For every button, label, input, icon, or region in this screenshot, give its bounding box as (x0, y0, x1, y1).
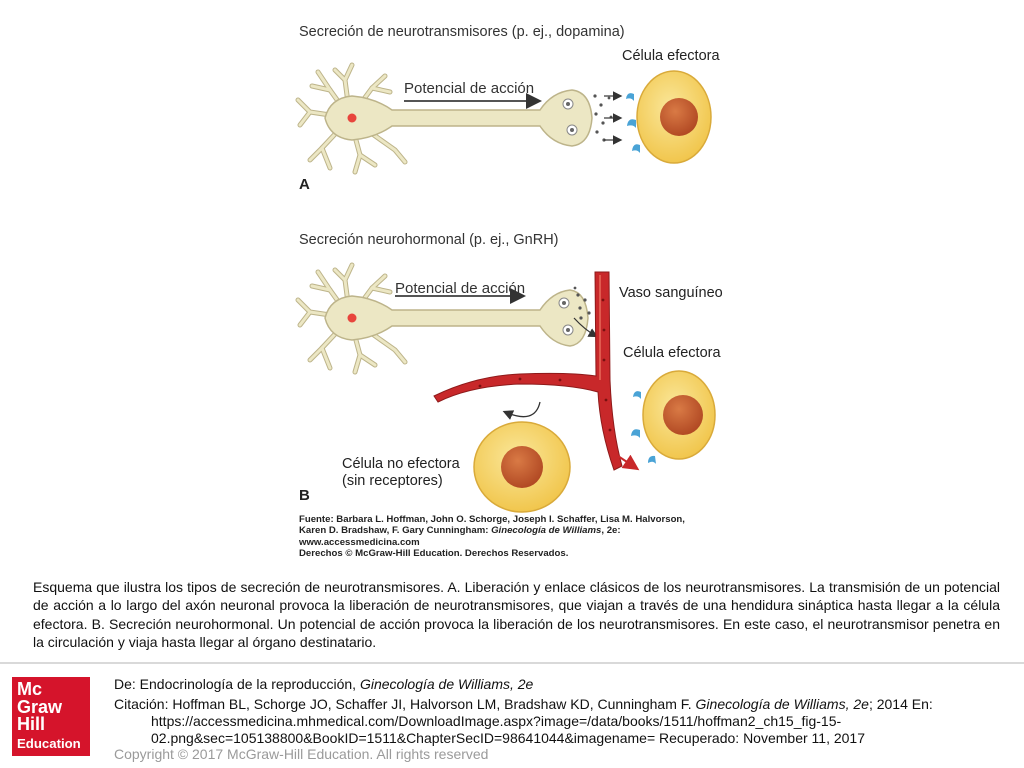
neuron-nucleus-a (347, 113, 357, 123)
effector-label-b: Célula efectora (623, 345, 721, 361)
receptors-a (626, 93, 640, 153)
non-effector-cell (473, 421, 571, 513)
source-line-2: Karen D. Bradshaw, F. Gary Cunningham: G… (299, 525, 621, 537)
logo-line-3: Hill (17, 714, 46, 734)
logo-line-2: Graw (17, 696, 63, 717)
copyright: Copyright © 2017 McGraw-Hill Education. … (114, 746, 489, 762)
neuron-a (295, 62, 623, 175)
source-line-4: Derechos © McGraw-Hill Education. Derech… (299, 548, 569, 560)
panel-b-letter: B (299, 487, 310, 504)
vessel-label: Vaso sanguíneo (619, 285, 723, 301)
non-effector-sublabel: (sin receptores) (342, 473, 443, 489)
action-potential-label-b: Potencial de acción (395, 280, 526, 297)
source-line-3: www.accessmedicina.com (299, 536, 420, 548)
logo-line-4: Education (17, 735, 81, 751)
neuron-nucleus-b (347, 313, 357, 323)
effector-cell-b (631, 370, 716, 464)
logo-line-1: Mc (17, 679, 43, 699)
effector-cell-a (626, 70, 712, 164)
blood-vessel (433, 271, 640, 471)
mcgraw-hill-logo: Mc Graw Hill Education (12, 677, 90, 756)
receptors-b (631, 391, 656, 464)
footer-divider (0, 662, 1024, 664)
citation-url-line-3[interactable]: 02.png&sec=105138800&BookID=1511&Chapter… (151, 730, 865, 746)
effector-label-a: Célula efectora (622, 48, 720, 64)
non-effector-label: Célula no efectora (342, 456, 460, 472)
citation-url-line-2[interactable]: https://accessmedicina.mhmedical.com/Dow… (151, 713, 842, 729)
action-potential-label-a: Potencial de acción (404, 80, 535, 97)
from-line: De: Endocrinología de la reproducción, G… (114, 676, 534, 692)
figure-caption: Esquema que ilustra los tipos de secreci… (33, 579, 1000, 651)
curved-arrow-icon (502, 401, 541, 420)
figure-source: Fuente: Barbara L. Hoffman, John O. Scho… (299, 514, 759, 560)
panel-a-title: Secreción de neurotransmisores (p. ej., … (299, 24, 625, 40)
panel-b-title: Secreción neurohormonal (p. ej., GnRH) (299, 232, 559, 248)
panel-a-letter: A (299, 176, 310, 193)
citation-line-1: Citación: Hoffman BL, Schorge JO, Schaff… (114, 696, 933, 712)
citation: Citación: Hoffman BL, Schorge JO, Schaff… (114, 696, 994, 747)
neuron-b (295, 262, 599, 375)
source-line-1: Fuente: Barbara L. Hoffman, John O. Scho… (299, 514, 685, 525)
